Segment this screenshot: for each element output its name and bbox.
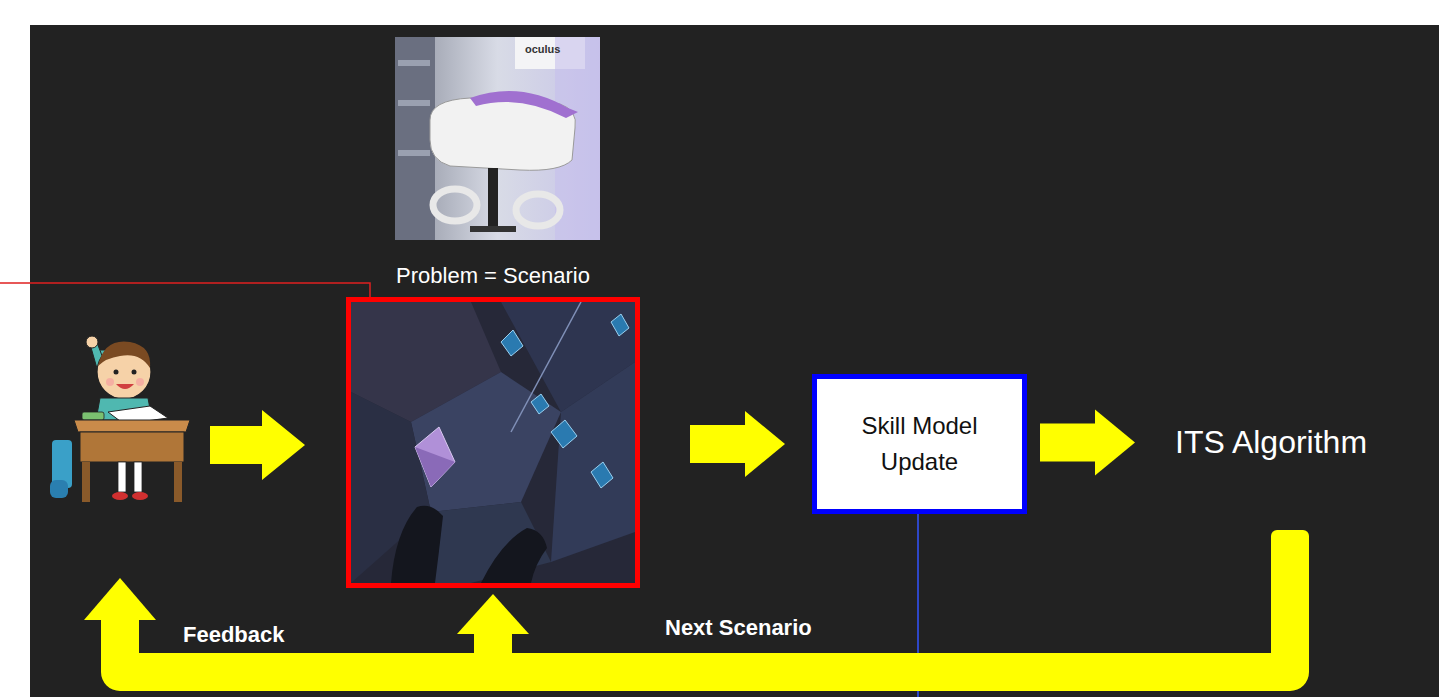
input-arrow [210,410,305,480]
edge-label: Next Scenario [665,615,812,641]
feedback-label: Feedback [183,622,285,648]
scenario-heading: Problem = Scenario [291,263,695,289]
leader-line [0,283,370,297]
process-box: Skill Model Update [812,374,1027,514]
flow-arrow [690,411,785,477]
algorithm-text: ITS Algorithm [1175,424,1367,461]
scenario-box: Problem = Scenario [346,297,640,588]
dark-ground [30,25,1439,697]
heading-wrap: Problem = Scenario [291,263,695,289]
headset-photo [395,37,600,240]
box-text: Skill Model Update [845,408,995,480]
feedback-arrow [84,410,500,672]
algorithm-node: ITS Algorithm [1175,424,1367,461]
flow-arrow [1040,410,1135,476]
screenshot-frame [351,302,635,583]
student-illustration [50,336,190,502]
vr-screenshot [351,302,635,583]
brand-text: oculus [525,43,560,55]
